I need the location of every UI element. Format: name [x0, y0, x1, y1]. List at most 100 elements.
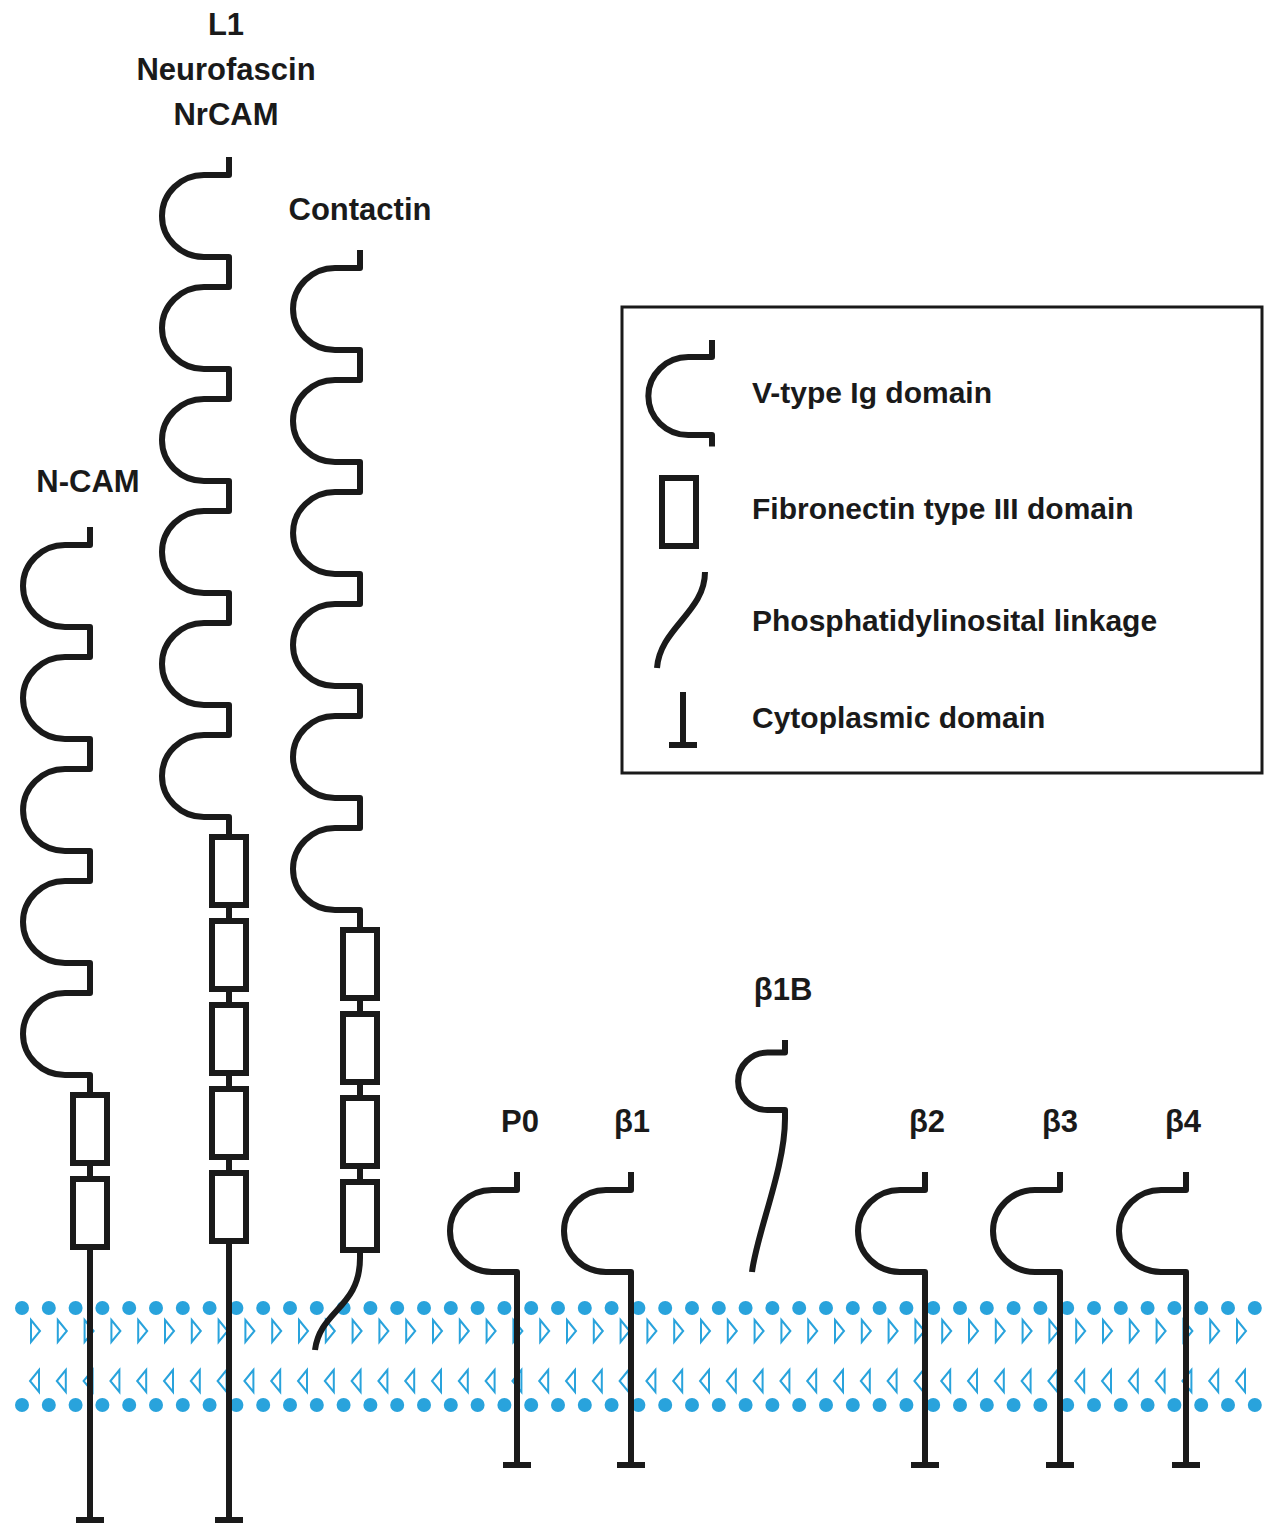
lipid-tail — [995, 1370, 1004, 1392]
lipid-tail — [30, 1370, 39, 1392]
molecule-label: Neurofascin — [136, 53, 315, 87]
lipid-tail — [460, 1320, 469, 1342]
molecule-label: β4 — [1165, 1105, 1201, 1139]
lipid-head — [739, 1301, 753, 1315]
lipid-tail — [889, 1320, 898, 1342]
lipid-head — [819, 1301, 833, 1315]
lipid-head — [337, 1398, 351, 1412]
lipid-tail — [1022, 1370, 1031, 1392]
lipid-tail — [781, 1320, 790, 1342]
lipid-tail — [432, 1370, 441, 1392]
ig-chain — [1119, 1172, 1200, 1465]
cam-molecule — [564, 1172, 645, 1465]
legend-text: Cytoplasmic domain — [752, 701, 1045, 734]
lipid-head — [926, 1301, 940, 1315]
lipid-head — [1114, 1301, 1128, 1315]
lipid-tail — [1237, 1320, 1246, 1342]
lipid-tail — [138, 1320, 147, 1342]
lipid-head — [765, 1398, 779, 1412]
lipid-tail — [835, 1320, 844, 1342]
lipid-head — [819, 1398, 833, 1412]
lipid-head — [1141, 1301, 1155, 1315]
fibronectin-domain — [343, 930, 377, 998]
fibronectin-domain — [343, 1098, 377, 1166]
lipid-tail — [888, 1370, 897, 1392]
lipid-head — [417, 1398, 431, 1412]
molecule-label: NrCAM — [173, 98, 278, 132]
gpi-sample — [657, 572, 705, 668]
lipid-tail — [1129, 1370, 1138, 1392]
lipid-tail — [942, 1320, 951, 1342]
lipid-tail — [486, 1370, 495, 1392]
lipid-head — [497, 1301, 511, 1315]
lipid-tail — [110, 1370, 119, 1392]
lipid-tail — [272, 1320, 281, 1342]
cam-molecule — [738, 1040, 785, 1272]
lipid-tail — [834, 1370, 843, 1392]
lipid-tail — [941, 1370, 950, 1392]
lipid-tail — [540, 1320, 549, 1342]
lipid-head — [149, 1301, 163, 1315]
lipid-head — [15, 1301, 29, 1315]
molecule-label: β3 — [1042, 1105, 1078, 1139]
lipid-tail — [1236, 1370, 1245, 1392]
lipid-tail — [727, 1370, 736, 1392]
lipid-head — [873, 1398, 887, 1412]
lipid-head — [1194, 1301, 1208, 1315]
lipid-tail — [218, 1370, 227, 1392]
lipid-head — [578, 1398, 592, 1412]
lipid-tail — [31, 1320, 40, 1342]
lipid-head — [15, 1398, 29, 1412]
lipid-head — [283, 1398, 297, 1412]
lipid-head — [524, 1398, 538, 1412]
lipid-tail — [593, 1370, 602, 1392]
lipid-tail — [728, 1320, 737, 1342]
lipid-head — [95, 1398, 109, 1412]
lipid-head — [363, 1398, 377, 1412]
ig-chain — [450, 1172, 531, 1465]
molecule-label: L1 — [208, 8, 244, 42]
lipid-tail — [111, 1320, 120, 1342]
lipid-head — [1248, 1398, 1262, 1412]
fibronectin-domain — [212, 1173, 246, 1241]
lipid-tail — [405, 1370, 414, 1392]
lipid-head — [1221, 1398, 1235, 1412]
lipid-tail — [700, 1370, 709, 1392]
lipid-head — [69, 1398, 83, 1412]
lipid-head — [1087, 1301, 1101, 1315]
lipid-head — [283, 1301, 297, 1315]
lipid-head — [524, 1301, 538, 1315]
lipid-head — [1033, 1301, 1047, 1315]
lipid-head — [1114, 1398, 1128, 1412]
lipid-head — [390, 1301, 404, 1315]
lipid-tail — [808, 1320, 817, 1342]
lipid-tail — [298, 1370, 307, 1392]
lipid-head — [739, 1398, 753, 1412]
lipid-tail — [861, 1370, 870, 1392]
lipid-tail — [1102, 1370, 1111, 1392]
lipid-tail — [57, 1370, 66, 1392]
lipid-tail — [1048, 1370, 1057, 1392]
legend-text: Fibronectin type III domain — [752, 492, 1134, 525]
lipid-head — [605, 1398, 619, 1412]
lipid-head — [980, 1398, 994, 1412]
lipid-head — [551, 1398, 565, 1412]
lipid-tail — [674, 1320, 683, 1342]
cam-molecule — [450, 1172, 531, 1465]
lipid-tail — [620, 1370, 629, 1392]
lipid-tail — [353, 1320, 362, 1342]
lipid-head — [417, 1301, 431, 1315]
lipid-head — [1087, 1398, 1101, 1412]
fibronectin-domain — [73, 1179, 107, 1247]
ig-chain — [23, 527, 104, 1520]
lipid-head — [712, 1398, 726, 1412]
fibronectin-domain — [212, 921, 246, 989]
lipid-head — [176, 1301, 190, 1315]
lipid-head — [953, 1301, 967, 1315]
lipid-tail — [1076, 1320, 1085, 1342]
lipid-head — [578, 1301, 592, 1315]
fibronectin-domain — [212, 1005, 246, 1073]
fibronectin-domain — [212, 1089, 246, 1157]
lipid-head — [658, 1398, 672, 1412]
